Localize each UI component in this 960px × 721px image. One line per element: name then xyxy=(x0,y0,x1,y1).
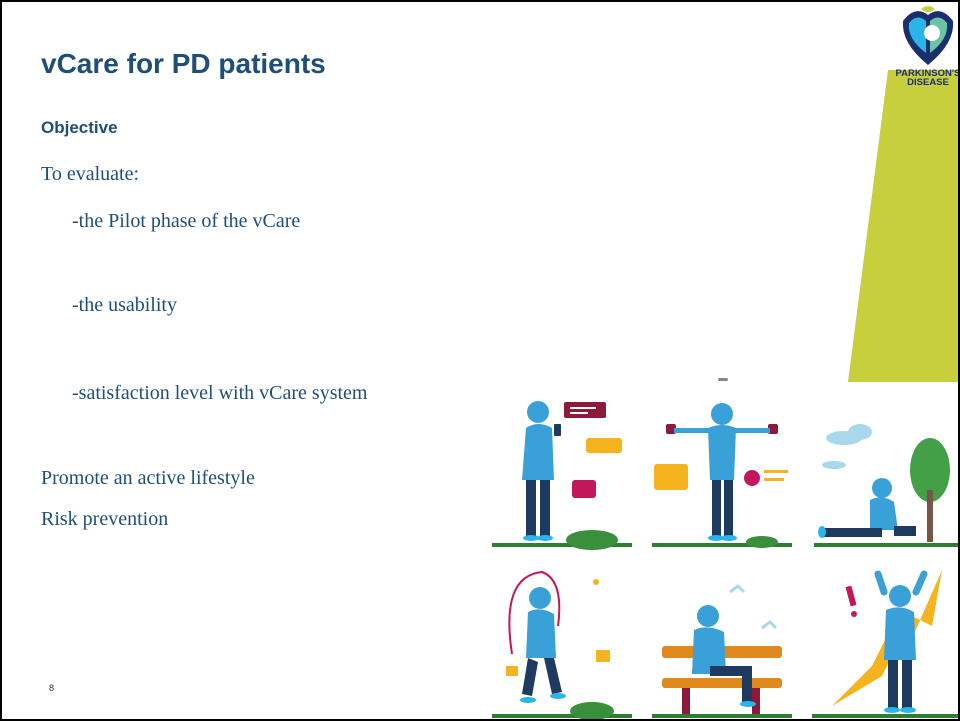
evaluate-item-satisfaction: -satisfaction level with vCare system xyxy=(72,382,368,404)
evaluate-item-usability: -the usability xyxy=(72,294,177,316)
goal-risk-prevention: Risk prevention xyxy=(41,508,169,530)
evaluate-intro-text: To evaluate: xyxy=(41,163,139,185)
logo-emblem-icon xyxy=(902,6,954,65)
logo-text-line2: DISEASE xyxy=(907,77,949,88)
logo-text: PARKINSON'S DISEASE xyxy=(895,68,960,88)
goal-active-lifestyle: Promote an active lifestyle xyxy=(41,467,255,489)
page-number: 8 xyxy=(49,683,55,693)
person-sitting-on-bench-illustration xyxy=(652,584,792,718)
accent-wedge-shape xyxy=(848,70,960,382)
small-divider xyxy=(718,378,728,381)
person-with-phone-illustration xyxy=(492,401,632,550)
slide-title: vCare for PD patients xyxy=(41,48,326,79)
parkinsons-disease-logo: PARKINSON'S DISEASE xyxy=(895,3,960,93)
logo-text-line1: PARKINSON'S xyxy=(895,68,960,79)
evaluate-item-pilot: -the Pilot phase of the vCare xyxy=(72,210,301,232)
objective-heading: Objective xyxy=(41,118,118,137)
person-stretching-illustration xyxy=(814,424,960,547)
person-jumping-rope-illustration xyxy=(492,570,632,720)
person-cheering-with-arrow-illustration xyxy=(812,570,960,718)
person-lifting-dumbbells-illustration xyxy=(652,403,792,548)
